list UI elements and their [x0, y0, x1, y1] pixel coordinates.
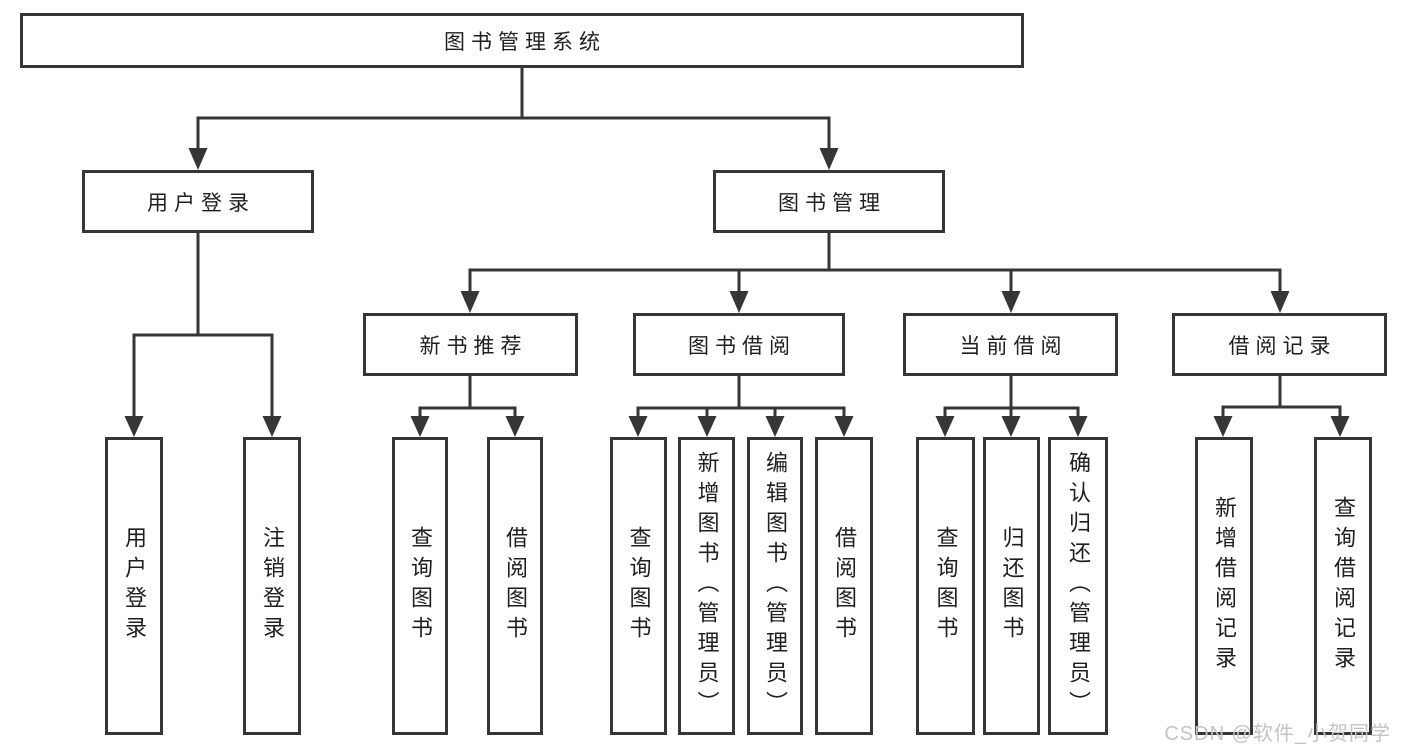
tree-edges — [132, 66, 1342, 422]
leaf-query-borrow-record: 查询借阅记录 — [1314, 437, 1372, 735]
node-label: 用户登录 — [147, 191, 255, 215]
node-label: 查询图书 — [408, 526, 433, 646]
leaf-add-books-admin: 新增图书（管理员） — [678, 437, 735, 735]
leaf-add-borrow-record: 新增借阅记录 — [1195, 437, 1253, 735]
node-new-book-recommendation: 新书推荐 — [363, 313, 578, 376]
node-label: 确认归还（管理员） — [1066, 451, 1091, 721]
leaf-return-books: 归还图书 — [983, 437, 1040, 735]
node-label: 查询图书 — [933, 526, 959, 646]
watermark: CSDN @软件_小贺同学 — [1164, 723, 1391, 745]
node-label: 借阅图书 — [832, 526, 857, 646]
node-label: 新书推荐 — [419, 334, 528, 358]
leaf-borrow-books-recommend: 借阅图书 — [487, 437, 543, 735]
leaf-edit-books-admin: 编辑图书（管理员） — [747, 437, 803, 735]
leaf-query-books-recommend: 查询图书 — [392, 437, 448, 735]
node-label: 新增图书（管理员） — [694, 451, 720, 721]
node-borrowing-records: 借阅记录 — [1172, 313, 1387, 376]
node-label: 图书借阅 — [688, 334, 796, 358]
leaf-borrow-books: 借阅图书 — [815, 437, 873, 735]
node-label: 借阅记录 — [1228, 334, 1337, 358]
node-label: 编辑图书（管理员） — [763, 451, 788, 721]
node-label: 图书管理 — [778, 191, 886, 215]
leaf-confirm-return-admin: 确认归还（管理员） — [1048, 437, 1108, 735]
node-current-borrowing: 当前借阅 — [903, 313, 1118, 376]
node-user-login: 用户登录 — [82, 170, 314, 233]
leaf-query-books-borrowing: 查询图书 — [610, 437, 667, 735]
node-label: 当前借阅 — [959, 334, 1068, 358]
arrowheads — [124, 148, 1350, 437]
node-label: 查询借阅记录 — [1331, 496, 1356, 676]
node-label: 归还图书 — [999, 526, 1025, 646]
node-label: 新增借阅记录 — [1212, 496, 1237, 676]
node-library-management-system: 图书管理系统 — [20, 13, 1024, 68]
node-label: 图书管理系统 — [444, 30, 606, 54]
node-label: 用户登录 — [122, 526, 147, 646]
node-label: 查询图书 — [626, 526, 652, 646]
node-label: 借阅图书 — [503, 526, 528, 646]
node-book-borrowing: 图书借阅 — [633, 313, 845, 376]
leaf-logout: 注销登录 — [243, 437, 301, 735]
node-book-management: 图书管理 — [713, 170, 945, 233]
leaf-query-books-current: 查询图书 — [916, 437, 975, 735]
node-label: 注销登录 — [260, 526, 285, 646]
leaf-user-login: 用户登录 — [105, 437, 163, 735]
